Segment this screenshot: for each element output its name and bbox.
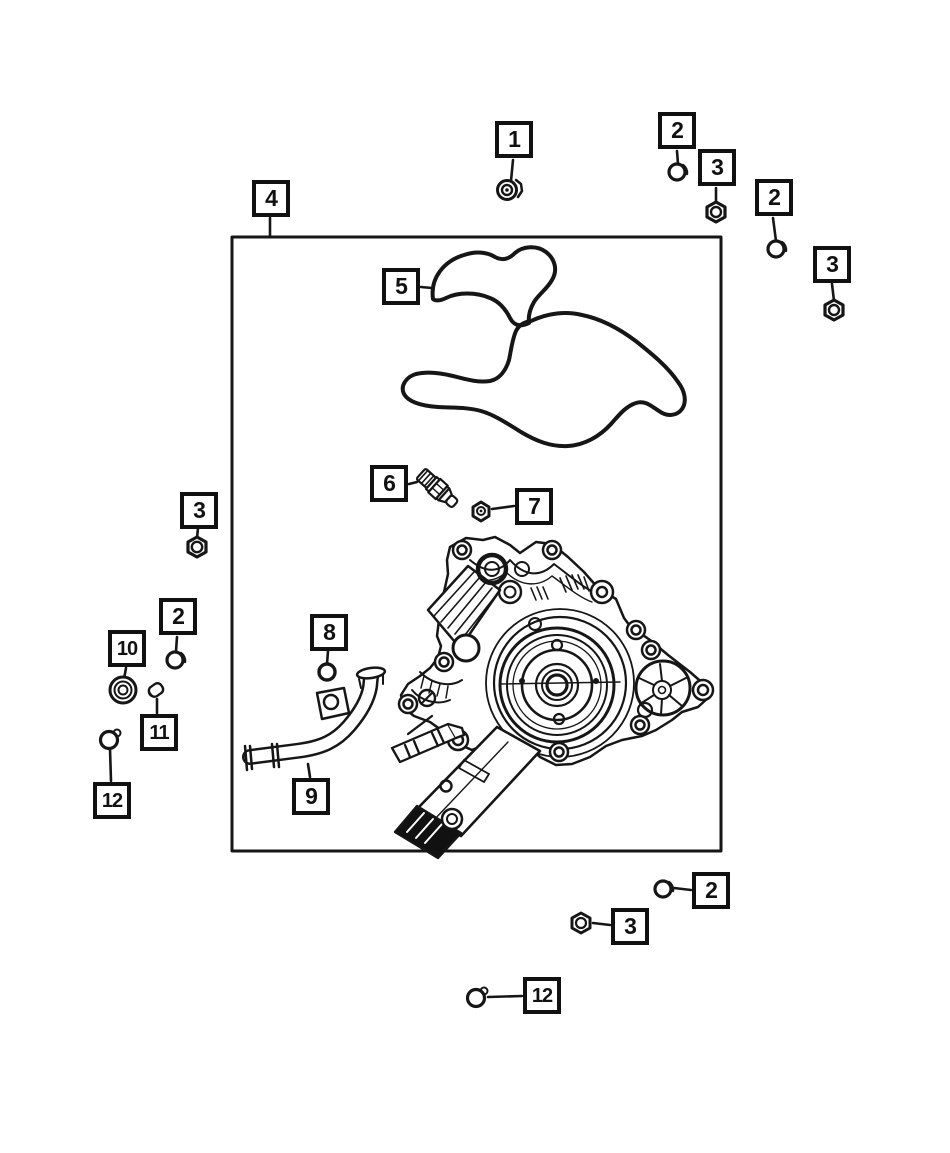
callout-3b: 3 xyxy=(813,246,851,283)
hex-nut-icon xyxy=(570,911,592,935)
callout-12b: 12 xyxy=(523,977,561,1014)
grommet-icon xyxy=(165,650,187,670)
grommet-icon xyxy=(766,239,788,259)
callout-12a: 12 xyxy=(93,782,131,819)
seal-ring-icon xyxy=(108,675,138,705)
parts-box-frame xyxy=(230,235,723,853)
o-ring-icon xyxy=(317,662,337,682)
callout-9: 9 xyxy=(292,778,330,815)
callout-3c: 3 xyxy=(180,492,218,529)
callout-7: 7 xyxy=(515,488,553,525)
grommet-icon xyxy=(653,879,675,899)
callout-2c: 2 xyxy=(159,598,197,635)
coolant-tube xyxy=(242,666,387,772)
flange-bolt-icon xyxy=(496,178,524,201)
callout-2b: 2 xyxy=(755,179,793,216)
hex-nut-icon xyxy=(823,298,845,322)
callout-8: 8 xyxy=(310,614,348,651)
bolt-bosses xyxy=(397,539,715,763)
callout-4: 4 xyxy=(252,180,290,217)
callout-11: 11 xyxy=(140,714,178,751)
callout-10: 10 xyxy=(108,630,146,667)
callout-3d: 3 xyxy=(611,908,649,945)
part-icons xyxy=(98,162,845,1009)
gasket-outline xyxy=(400,245,687,449)
callout-2d: 2 xyxy=(692,872,730,909)
callout-3a: 3 xyxy=(698,149,736,186)
impeller-pocket xyxy=(634,659,692,719)
bypass-fitting xyxy=(390,714,466,764)
retainer-clip-icon xyxy=(465,986,489,1009)
water-pump-assembly xyxy=(390,535,715,860)
hex-nut-icon xyxy=(705,200,727,224)
sensor-fitting-icon xyxy=(415,468,459,508)
hex-nut-icon xyxy=(186,535,208,559)
callout-6: 6 xyxy=(370,465,408,502)
small-hex-nut-icon xyxy=(471,500,491,523)
pump-arm xyxy=(393,725,542,860)
grommet-icon xyxy=(667,162,689,182)
pulley xyxy=(498,626,621,744)
plug-icon xyxy=(147,682,165,698)
retainer-clip-icon xyxy=(98,728,122,751)
callout-1: 1 xyxy=(495,121,533,158)
callout-5: 5 xyxy=(382,268,420,305)
callout-2a: 2 xyxy=(658,112,696,149)
